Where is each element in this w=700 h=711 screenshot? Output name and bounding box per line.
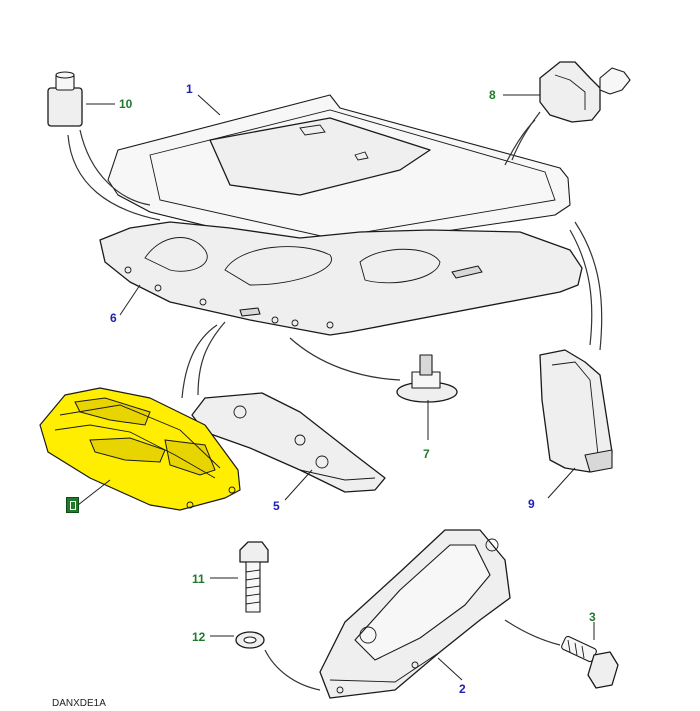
part-2-hinge[interactable]	[319, 529, 511, 699]
callout-11[interactable]: 11	[192, 572, 205, 586]
part-1-bonnet[interactable]	[107, 94, 571, 251]
callout-numbers: 1 2 3 5 6 7 8 9 10 11 12	[110, 82, 596, 696]
callout-8[interactable]: 8	[489, 88, 496, 102]
part-10-bump-stop[interactable]	[47, 71, 83, 127]
callout-6[interactable]: 6	[110, 311, 117, 325]
part-6-insulation-panel[interactable]	[99, 221, 583, 336]
part-11-bolt[interactable]	[239, 541, 269, 613]
callout-9[interactable]: 9	[528, 497, 535, 511]
callout-3[interactable]: 3	[589, 610, 596, 624]
assembly-leader-arcs	[67, 111, 603, 691]
callout-12[interactable]: 12	[192, 630, 206, 644]
highlighted-underbody-tray[interactable]	[39, 387, 241, 511]
callout-1[interactable]: 1	[186, 82, 193, 96]
selected-part-badge-icon[interactable]	[66, 497, 79, 513]
callout-5[interactable]: 5	[273, 499, 280, 513]
part-7-rubber-stop[interactable]	[396, 354, 458, 403]
part-12-washer[interactable]	[235, 631, 265, 649]
callout-2[interactable]: 2	[459, 682, 466, 696]
part-9-seal-profile[interactable]	[539, 349, 613, 473]
callout-leader-lines	[77, 94, 595, 681]
part-3-hinge-bolt[interactable]	[561, 635, 619, 689]
callout-10[interactable]: 10	[119, 97, 133, 111]
part-8-clip[interactable]	[539, 61, 631, 123]
diagram-reference-code: DANXDE1A	[52, 698, 106, 709]
callout-7[interactable]: 7	[423, 447, 430, 461]
part-5-bracket[interactable]	[191, 392, 386, 493]
